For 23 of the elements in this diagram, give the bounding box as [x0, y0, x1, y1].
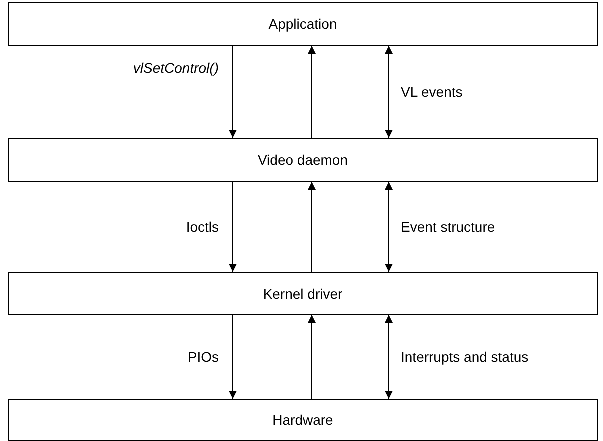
arrow: [308, 182, 316, 272]
arrow: [385, 46, 393, 138]
arrow: [229, 314, 237, 400]
layer-box: [8, 399, 598, 441]
layer-label: Hardware: [272, 412, 334, 428]
layer-label: Application: [268, 16, 338, 32]
arrow: [229, 46, 237, 138]
arrow: [308, 46, 316, 138]
edge-label: Ioctls: [186, 219, 219, 235]
arrow: [385, 182, 393, 272]
edge-label: PIOs: [188, 349, 219, 365]
arrow: [385, 314, 393, 400]
edge-label: vlSetControl(): [133, 60, 219, 76]
arrow: [229, 182, 237, 272]
layer-box: [8, 2, 598, 46]
layer-label: Video daemon: [258, 152, 348, 168]
edge-label: Event structure: [401, 219, 496, 235]
layer-box: [8, 272, 598, 315]
edge-label: VL events: [401, 84, 463, 100]
arrow: [308, 314, 316, 400]
layer-label: Kernel driver: [263, 286, 343, 302]
edge-label: Interrupts and status: [401, 349, 529, 365]
layer-box: [8, 138, 598, 182]
